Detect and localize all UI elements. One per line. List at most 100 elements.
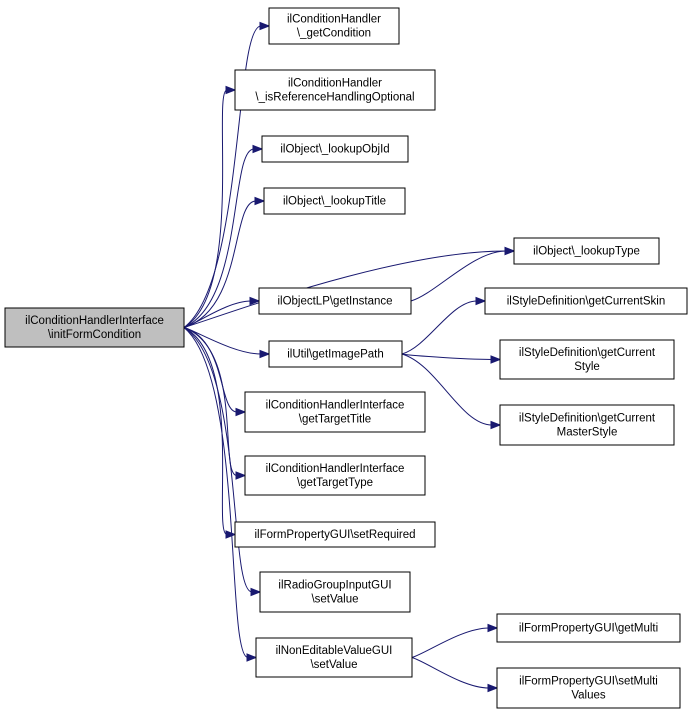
node-is-ref-opt[interactable]: ilConditionHandler\_isReferenceHandlingO… bbox=[234, 69, 436, 111]
node-lookup-type[interactable]: ilObject\_lookupType bbox=[513, 237, 660, 265]
edge-line bbox=[183, 148, 255, 328]
node-label-line: \_getCondition bbox=[297, 28, 371, 40]
edge-line bbox=[401, 353, 493, 360]
node-box bbox=[484, 287, 688, 315]
edge-root-to-lookup-obj-id bbox=[183, 144, 264, 328]
node-set-required[interactable]: ilFormPropertyGUI\setRequired bbox=[234, 521, 436, 548]
node-label-line: ilConditionHandlerInterface bbox=[266, 463, 405, 475]
edge-non-edit-set-value-to-set-multi-values bbox=[411, 657, 499, 693]
node-box bbox=[258, 287, 412, 315]
node-box bbox=[261, 135, 409, 163]
edge-line bbox=[410, 250, 507, 302]
node-label-line: ilObject\_lookupObjId bbox=[280, 144, 389, 156]
arrowhead bbox=[254, 196, 266, 206]
node-label-line: \setValue bbox=[311, 594, 358, 606]
node-get-target-title[interactable]: ilConditionHandlerInterface \getTargetTit… bbox=[244, 391, 426, 433]
arrowhead bbox=[250, 587, 262, 597]
arrowhead bbox=[249, 296, 261, 306]
node-label-line: ilConditionHandlerInterface bbox=[25, 315, 164, 327]
node-label-line: Style bbox=[574, 361, 600, 373]
edge-line bbox=[183, 300, 252, 328]
arrowhead bbox=[490, 355, 502, 364]
node-label-line: ilConditionHandlerInterface bbox=[266, 400, 405, 412]
node-label-line: MasterStyle bbox=[557, 427, 618, 439]
node-box bbox=[268, 7, 400, 45]
edge-root-to-non-edit-set-value bbox=[183, 327, 258, 662]
arrowhead bbox=[487, 623, 499, 633]
edge-line bbox=[183, 327, 253, 593]
node-get-multi[interactable]: ilFormPropertyGUI\getMulti bbox=[496, 613, 681, 643]
node-get-condition[interactable]: ilConditionHandler \_getCondition bbox=[268, 7, 400, 45]
edge-line bbox=[183, 327, 249, 658]
node-non-edit-set-value[interactable]: ilNonEditableValueGUI \setValue bbox=[255, 637, 413, 678]
edge-root-to-get-condition bbox=[183, 21, 271, 328]
edges-layer bbox=[183, 21, 516, 693]
node-label-line: ilFormPropertyGUI\setMulti bbox=[519, 676, 658, 688]
node-get-image-path[interactable]: ilUtil\getImagePath bbox=[268, 340, 403, 368]
edge-root-to-is-ref-opt bbox=[183, 85, 237, 328]
node-get-instance[interactable]: ilObjectLP\getInstance bbox=[258, 287, 412, 315]
arrowhead bbox=[252, 144, 264, 154]
edge-get-image-path-to-get-current-skin bbox=[401, 296, 487, 355]
edge-non-edit-set-value-to-get-multi bbox=[411, 623, 499, 658]
nodes-layer: ilConditionHandlerInterface \initFormCond… bbox=[4, 7, 688, 709]
node-label-line: Values bbox=[571, 690, 606, 702]
arrowhead bbox=[235, 407, 247, 417]
node-lookup-title[interactable]: ilObject\_lookupTitle bbox=[263, 187, 406, 215]
node-box bbox=[496, 613, 681, 643]
node-box bbox=[4, 307, 185, 348]
arrowhead bbox=[490, 420, 502, 430]
arrowhead bbox=[259, 21, 271, 31]
node-label-line: ilFormPropertyGUI\setRequired bbox=[254, 529, 415, 541]
arrowhead bbox=[235, 471, 247, 480]
edge-line bbox=[411, 627, 490, 658]
edge-line bbox=[401, 353, 493, 426]
node-label-line: ilRadioGroupInputGUI bbox=[278, 580, 391, 592]
node-get-current-skin[interactable]: ilStyleDefinition\getCurrentSkin bbox=[484, 287, 688, 315]
edge-root-to-get-target-type bbox=[183, 327, 247, 480]
node-label-line: ilStyleDefinition\getCurrent bbox=[519, 347, 656, 359]
node-label-line: ilObjectLP\getInstance bbox=[277, 296, 392, 308]
node-lookup-obj-id[interactable]: ilObject\_lookupObjId bbox=[261, 135, 409, 163]
arrowhead bbox=[246, 653, 258, 662]
node-box bbox=[244, 455, 426, 496]
node-label-line: \setValue bbox=[310, 659, 357, 671]
node-label-line: ilFormPropertyGUI\getMulti bbox=[519, 623, 658, 635]
node-box bbox=[259, 571, 411, 613]
root-node-root[interactable]: ilConditionHandlerInterface \initFormCond… bbox=[4, 307, 185, 348]
node-box bbox=[268, 340, 403, 368]
node-label-line: ilStyleDefinition\getCurrentSkin bbox=[507, 296, 666, 308]
node-label-line: ilConditionHandler bbox=[287, 14, 381, 26]
arrowhead bbox=[259, 349, 271, 359]
node-label-line: \initFormCondition bbox=[48, 329, 141, 341]
node-label-line: \getTargetType bbox=[297, 477, 373, 489]
edge-root-to-get-instance bbox=[183, 296, 261, 328]
arrowhead bbox=[475, 296, 487, 306]
node-label-line: \getTargetTitle bbox=[299, 414, 371, 426]
arrowhead bbox=[504, 246, 516, 256]
edge-line bbox=[183, 200, 257, 328]
edge-root-to-lookup-title bbox=[183, 196, 266, 328]
edge-line bbox=[401, 300, 478, 355]
arrowhead bbox=[487, 683, 499, 693]
node-label-line: ilObject\_lookupType bbox=[533, 246, 640, 258]
node-label-line: ilUtil\getImagePath bbox=[287, 349, 384, 361]
arrowhead bbox=[225, 85, 237, 95]
node-box bbox=[499, 339, 675, 380]
edge-line bbox=[183, 89, 228, 328]
edge-root-to-set-required bbox=[183, 327, 237, 539]
edge-root-to-radio-set-value bbox=[183, 327, 262, 597]
node-label-line: ilStyleDefinition\getCurrent bbox=[519, 413, 656, 425]
node-radio-set-value[interactable]: ilRadioGroupInputGUI \setValue bbox=[259, 571, 411, 613]
edge-get-instance-to-lookup-type bbox=[410, 246, 516, 302]
node-get-target-type[interactable]: ilConditionHandlerInterface \getTargetTyp… bbox=[244, 455, 426, 496]
edge-line bbox=[183, 327, 238, 413]
edge-line bbox=[183, 25, 262, 328]
node-box bbox=[234, 69, 436, 111]
edge-line bbox=[183, 250, 507, 328]
node-label-line: ilNonEditableValueGUI bbox=[276, 645, 393, 657]
